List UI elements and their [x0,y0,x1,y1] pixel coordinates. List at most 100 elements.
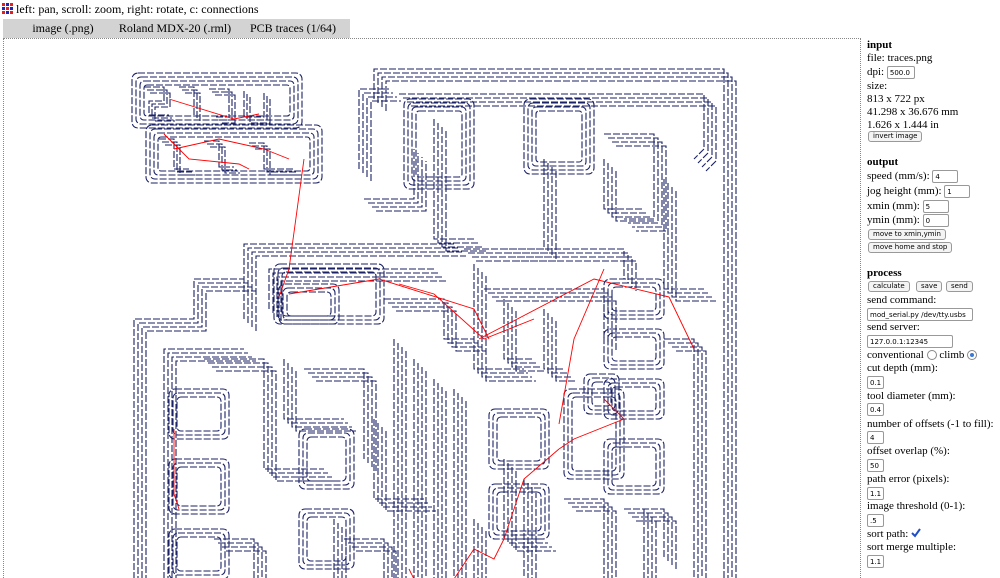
toolpath-trace [255,148,300,176]
toolpath-loop [172,392,226,436]
toolpath-loop [281,271,377,317]
toolpath-loop [607,332,661,366]
toolpath-trace [675,191,716,302]
cut-depth-field[interactable] [867,376,884,389]
toolpath-loop [563,388,625,480]
toolpath-loop [407,102,471,186]
move-to-xmin-ymin-button[interactable]: move to xmin,ymin [868,229,946,240]
toolpath-loop [278,283,340,325]
save-button[interactable]: save [916,281,943,292]
toolpath-trace [523,479,525,578]
controls-hint: left: pan, scroll: zoom, right: rotate, … [16,2,259,16]
connection-path [408,568,415,578]
toolpath-trace [247,247,458,323]
toolpath-loop [607,282,661,316]
toolpath-trace [283,359,344,420]
climb-radio[interactable] [967,350,978,361]
logo-cell [2,11,5,14]
toolpath-trace [381,427,432,508]
connection-path [278,158,305,298]
toolpath-loop [282,287,336,321]
toolpath-trace [373,68,725,578]
offsets-label: number of offsets (-1 to fill): [867,418,994,430]
toolpath-trace [384,298,474,340]
toolpath-trace [512,167,553,258]
send-command-field[interactable] [867,308,973,321]
path-error-label: path error (pixels): [867,473,950,485]
toolpath-trace [291,367,352,428]
toolpath-loop [168,388,230,440]
toolpath-loop [496,416,542,462]
xmin-row: xmin (mm): [867,200,949,213]
logo-cell [2,3,5,6]
toolpath-loop [607,382,661,416]
toolpath-trace [366,96,397,177]
toolpath-loop [176,466,222,507]
ymin-field[interactable] [922,214,949,227]
jog-height-field[interactable] [944,185,971,198]
toolpath-trace [628,512,669,563]
toolpath-trace [147,89,172,119]
toolpath-loop [139,80,295,121]
toolpath-trace [551,317,572,378]
image-threshold-field[interactable] [867,514,884,527]
toolpath-canvas[interactable] [4,39,861,578]
toolpath-loop [157,136,311,172]
logo-cell [10,3,13,6]
toolpath-trace [150,92,175,122]
toolpath-trace [352,546,393,578]
toolpath-trace [576,510,617,578]
toolpath-trace [243,91,265,118]
direction-row: conventional climb [867,349,978,362]
toolpath-trace [204,140,234,168]
connection-path [163,133,250,170]
toolpath-loop [523,98,595,175]
move-home-and-stop-button[interactable]: move home and stop [868,242,953,253]
toolpath-loop [583,373,620,415]
tab-pcb-traces[interactable]: PCB traces (1/64) [250,21,336,35]
toolpath-trace [396,310,486,352]
toolpath-trace [503,299,534,360]
toolpath-viewer[interactable] [3,38,861,578]
offset-overlap-field[interactable] [867,459,884,472]
dpi-field[interactable] [886,66,915,79]
toolpath-trace [304,368,365,459]
toolpath-loop [135,76,299,125]
send-button[interactable]: send [946,281,973,292]
speed-row: speed (mm/s): [867,170,959,183]
toolpath-loop [492,487,546,536]
toolpath-trace [667,183,708,294]
toolpath-loop [591,381,612,407]
toolpath-trace [358,88,389,169]
toolpath-trace [210,146,240,174]
send-server-field[interactable] [867,335,953,348]
logo-cell [2,7,5,10]
toolpath-trace [531,487,533,578]
path-error-field[interactable] [867,487,884,500]
toolpath-trace [472,256,633,287]
tab-roland-mdx20[interactable]: Roland MDX-20 (.rml) [118,21,232,35]
invert-image-button[interactable]: invert image [868,131,923,142]
speed-field[interactable] [932,170,959,183]
connection-path [288,278,490,340]
logo-cell [10,7,13,10]
conventional-radio[interactable] [926,350,937,361]
ymin-row: ymin (mm): [867,214,949,227]
toolpath-loop [531,106,587,167]
toolpath-trace [507,303,538,364]
tool-diameter-field[interactable] [867,403,884,416]
image-threshold-label: image threshold (0-1): [867,500,966,512]
toolpath-loop [306,436,347,482]
toolpath-trace [477,268,528,374]
toolpath-loop [149,128,319,180]
toolpath-trace [385,80,737,578]
tab-image-png[interactable]: image (.png) [32,21,94,35]
sort-merge-field[interactable] [867,555,884,568]
offsets-field[interactable] [867,431,884,444]
sort-path-checkbox[interactable] [911,528,921,539]
xmin-field[interactable] [922,200,949,213]
format-tabs: image (.png) Roland MDX-20 (.rml) PCB tr… [3,19,350,38]
sort-merge-label: sort merge multiple: [867,541,957,553]
calculate-button[interactable]: calculate [868,281,910,292]
toolpath-loop [168,458,230,515]
